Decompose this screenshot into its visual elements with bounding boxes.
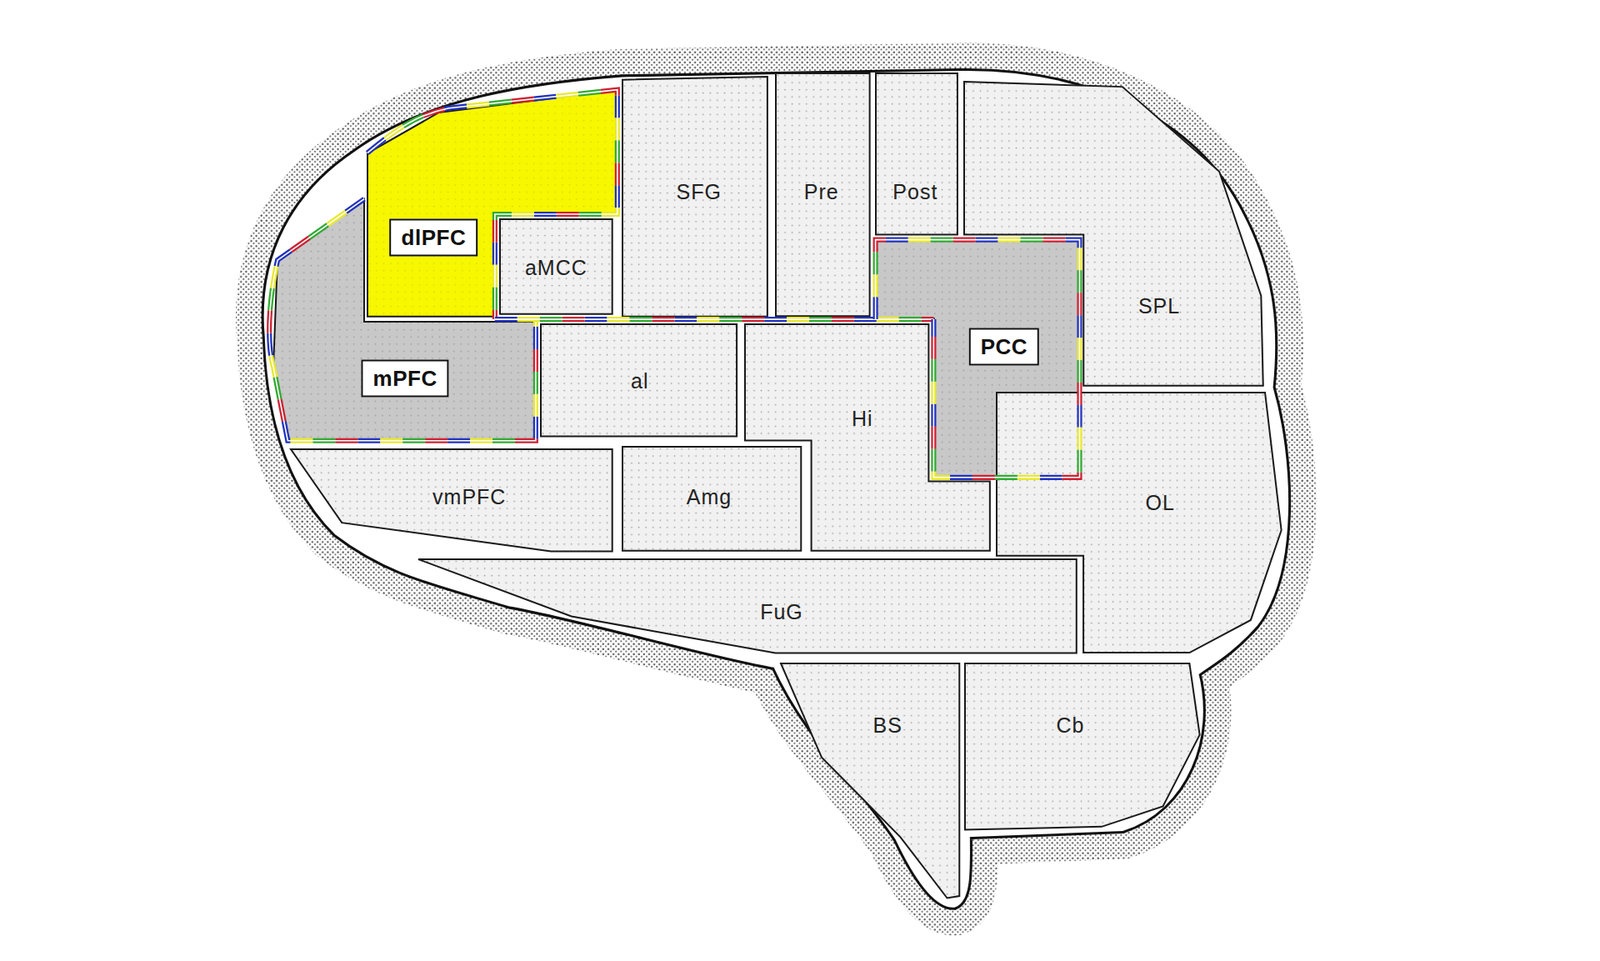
region-label: aMCC: [525, 255, 588, 280]
region-label: Cb: [1055, 713, 1085, 738]
network-border: [495, 316, 935, 322]
region-label-box: mPFC: [361, 360, 450, 398]
network-border-core: [269, 199, 536, 441]
network-border: [495, 316, 935, 322]
region-fill: [965, 663, 1200, 830]
region-fill: [622, 446, 801, 551]
brain-region: vmPFC: [290, 449, 613, 551]
region-shape: [875, 73, 958, 235]
region-label: BS: [873, 713, 903, 738]
region-label: OL: [1145, 490, 1175, 515]
network-border: [269, 199, 536, 441]
region-label: Pre: [804, 180, 840, 205]
region-shape: [965, 663, 1200, 830]
brain-region: BS: [780, 663, 960, 899]
region-shape: [418, 559, 1077, 654]
region-label: SPL: [1138, 294, 1180, 319]
region-label-box: dlPFC: [390, 219, 479, 257]
network-border: [367, 90, 618, 320]
brain-region: FuG: [418, 559, 1077, 654]
network-border: [367, 90, 618, 320]
network-border-core: [495, 318, 935, 320]
region-fill: [540, 324, 737, 437]
region-label: Hi: [851, 405, 874, 430]
brain-region: Pre: [775, 73, 870, 316]
network-border: [495, 316, 935, 322]
region-label: Post: [892, 180, 938, 205]
region-fill: [273, 199, 536, 441]
region-fill: [775, 73, 870, 316]
region-fill: [500, 219, 613, 315]
region-label-box: PCC: [969, 328, 1040, 366]
region-label: al: [630, 368, 649, 393]
region-shape: [780, 663, 960, 899]
network-border: [269, 199, 536, 441]
network-border: [495, 316, 935, 322]
network-border: [367, 90, 618, 320]
region-fill: [964, 81, 1264, 386]
network-border-core: [875, 240, 1080, 478]
brain-region: Amg: [622, 446, 801, 551]
network-border: [269, 199, 536, 441]
brain-region: Post: [875, 73, 958, 235]
network-border: [269, 199, 536, 441]
network-border: [875, 240, 1080, 478]
brain-region: Cb: [965, 663, 1200, 830]
network-border: [875, 240, 1080, 478]
brain-region: aMCC: [500, 219, 613, 315]
region-fill: [875, 73, 958, 235]
region-label: vmPFC: [432, 485, 506, 510]
region-label: SFG: [676, 180, 722, 205]
network-border: [367, 90, 618, 320]
region-fill: [290, 449, 613, 551]
network-border-core: [367, 90, 618, 320]
network-border: [875, 240, 1080, 478]
brain-region: al: [540, 324, 737, 437]
region-label: Amg: [686, 485, 732, 510]
region-fill: [780, 663, 960, 899]
brain-region: SFG: [622, 76, 768, 317]
region-fill: [418, 559, 1077, 654]
region-label: FuG: [760, 600, 804, 625]
region-fill: [367, 90, 618, 317]
network-border: [875, 240, 1080, 478]
region-fill: [622, 76, 768, 317]
